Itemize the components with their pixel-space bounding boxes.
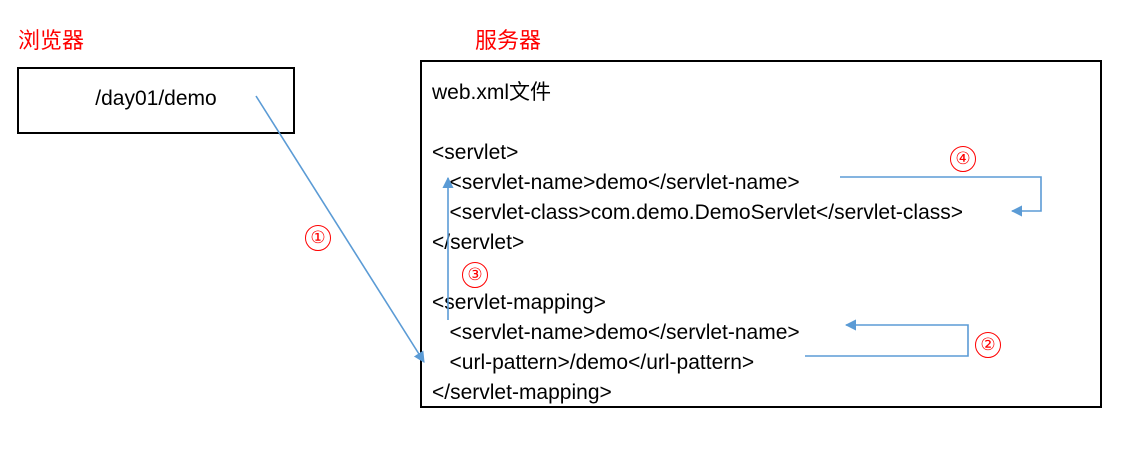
code-line-servlet-mapping-close: </servlet-mapping> xyxy=(432,381,612,404)
marker-4: ④ xyxy=(950,146,976,172)
server-box: web.xml文件 <servlet> <servlet-name>demo</… xyxy=(420,60,1102,408)
code-line-servlet-class: <servlet-class>com.demo.DemoServlet</ser… xyxy=(432,201,964,224)
browser-url-text: /day01/demo xyxy=(95,87,217,110)
code-line-url-pattern: <url-pattern>/demo</url-pattern> xyxy=(432,351,755,374)
arrow-1-line xyxy=(255,95,425,363)
browser-box: /day01/demo xyxy=(17,67,295,134)
code-line-servlet-mapping-open: <servlet-mapping> xyxy=(432,291,606,314)
browser-title: 浏览器 xyxy=(18,29,85,54)
webxml-file-label: web.xml文件 xyxy=(432,81,552,104)
code-line-servlet-name: <servlet-name>demo</servlet-name> xyxy=(432,171,800,194)
code-line-servlet-open: <servlet> xyxy=(432,141,519,164)
code-line-mapping-servlet-name: <servlet-name>demo</servlet-name> xyxy=(432,321,800,344)
code-line-servlet-close: </servlet> xyxy=(432,231,525,254)
marker-2: ② xyxy=(975,332,1001,358)
marker-1: ① xyxy=(305,225,331,251)
server-title: 服务器 xyxy=(475,29,542,54)
marker-3: ③ xyxy=(462,262,488,288)
